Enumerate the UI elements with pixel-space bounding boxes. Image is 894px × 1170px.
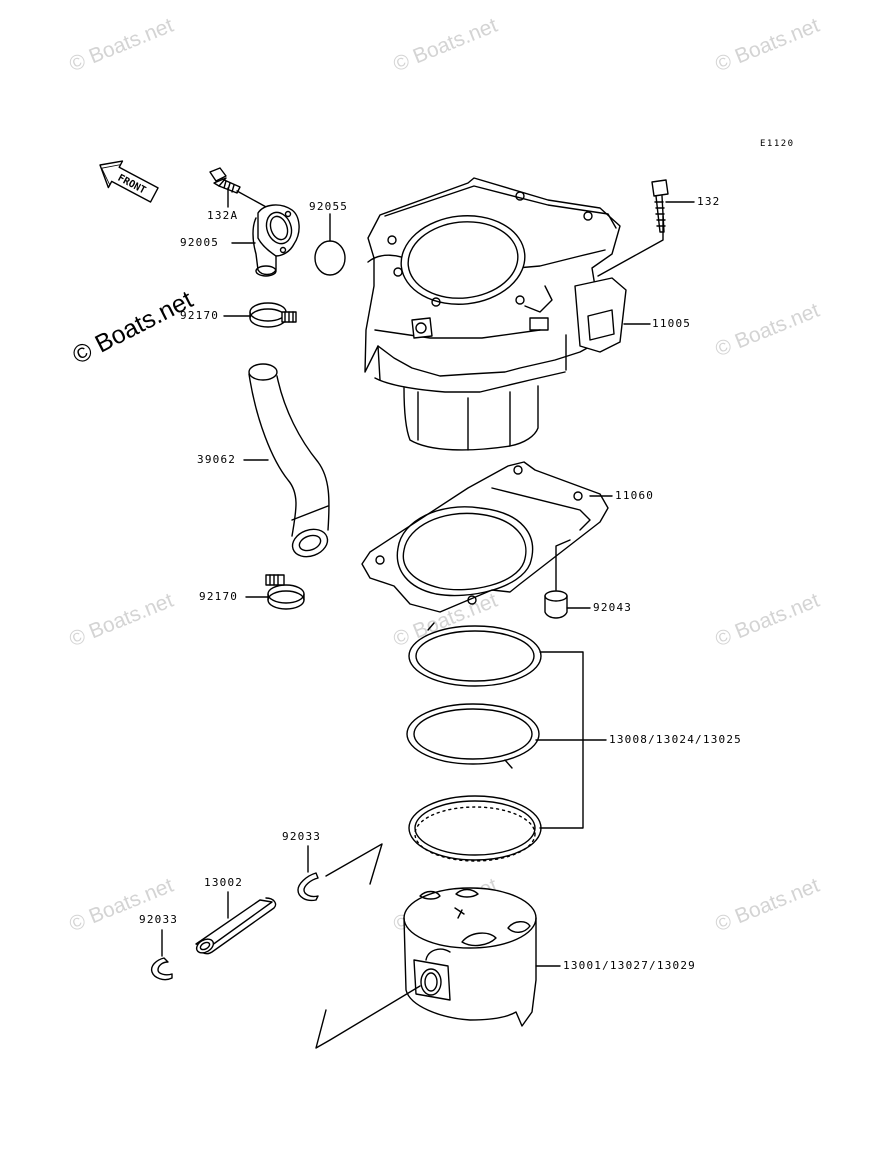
part-label-132a: 132A [207,209,239,222]
part-label-92170-upper: 92170 [180,309,220,322]
part-label-92005: 92005 [180,236,220,249]
part-label-13008-13024-13025: 13008/13024/13025 [609,733,742,746]
part-label-11060: 11060 [615,489,655,502]
dowel-pin-92043-icon [544,590,568,619]
piston-ring-second-icon [406,703,540,769]
circlip-92033-left-icon [150,957,173,981]
piston-ring-oil-icon [408,795,542,862]
part-label-11005: 11005 [652,317,692,330]
bolt-132a-icon [209,167,241,194]
part-label-92170-lower: 92170 [199,590,239,603]
water-fitting-92005-icon [252,204,300,277]
piston-ring-top-icon [408,622,542,687]
part-label-92043: 92043 [593,601,633,614]
o-ring-92055-icon [314,240,346,276]
bolt-132-icon [651,179,669,233]
part-label-92055: 92055 [309,200,349,213]
cylinder-11005-icon [364,177,627,451]
part-label-132: 132 [697,195,721,208]
front-arrow-icon: FRONT [99,160,159,203]
hose-clamp-92170-upper-icon [249,302,297,328]
hose-clamp-92170-lower-icon [265,574,305,610]
part-label-13001-13027-13029: 13001/13027/13029 [563,959,696,972]
water-hose-39062-icon [248,363,330,558]
diagram-code: E1120 [760,139,795,149]
piston-13001-icon [403,887,537,1027]
cylinder-gasket-11060-icon [361,461,609,613]
circlip-92033-right-icon [297,872,319,902]
part-label-39062: 39062 [197,453,237,466]
piston-pin-13002-icon [195,897,277,955]
part-label-13002: 13002 [204,876,244,889]
part-label-92033-right: 92033 [282,830,322,843]
part-label-92033-left: 92033 [139,913,179,926]
